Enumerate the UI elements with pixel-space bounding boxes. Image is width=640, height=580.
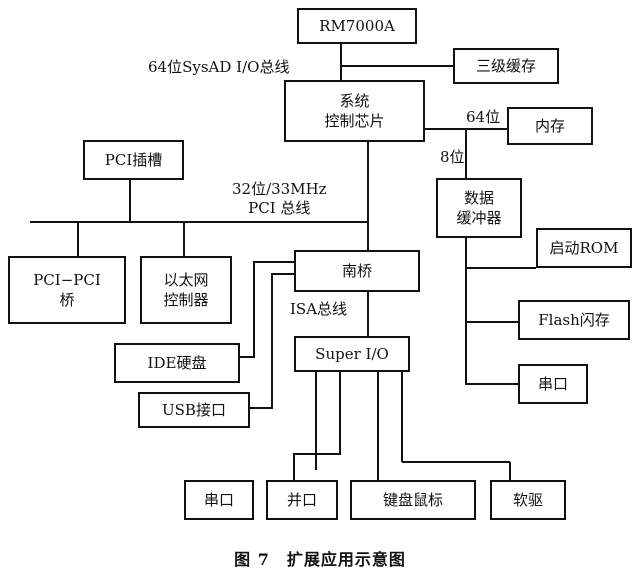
keyboard-mouse-box: 键盘鼠标 <box>350 480 476 520</box>
usb-link <box>250 273 296 409</box>
buffer-width-label: 8位 <box>440 148 465 166</box>
boot-rom-box: 启动ROM <box>536 228 632 268</box>
syscontrol-box: 系统 控制芯片 <box>284 80 425 142</box>
cpu-box: RM7000A <box>297 8 417 44</box>
mem-width-label: 64位 <box>466 108 501 126</box>
pci-pci-bridge-box: PCI−PCI 桥 <box>8 256 126 324</box>
floppy-box: 软驱 <box>490 480 566 520</box>
l3cache-box: 三级缓存 <box>453 48 559 84</box>
data-buffer-box: 数据 缓冲器 <box>436 178 522 238</box>
memory-box: 内存 <box>507 107 593 145</box>
super-io-box: Super I/O <box>294 336 410 372</box>
ide-link <box>240 261 296 358</box>
sysad-bus-label: 64位SysAD I/O总线 <box>148 58 290 76</box>
figure-caption: 图 7 扩展应用示意图 <box>234 550 406 569</box>
flash-box: Flash闪存 <box>518 300 630 340</box>
pci-bus-label: 32位/33MHz PCI 总线 <box>232 180 327 217</box>
isa-bus-label: ISA总线 <box>290 300 348 318</box>
ethernet-box: 以太网 控制器 <box>140 256 232 324</box>
south-bridge-box: 南桥 <box>294 250 420 292</box>
serial-bottom-box: 串口 <box>184 480 254 520</box>
parallel-link <box>293 372 341 482</box>
ide-disk-box: IDE硬盘 <box>114 343 240 383</box>
usb-box: USB接口 <box>138 392 250 428</box>
parallel-box: 并口 <box>266 480 338 520</box>
pci-slot-box: PCI插槽 <box>83 140 184 180</box>
serial-right-box: 串口 <box>518 364 588 404</box>
